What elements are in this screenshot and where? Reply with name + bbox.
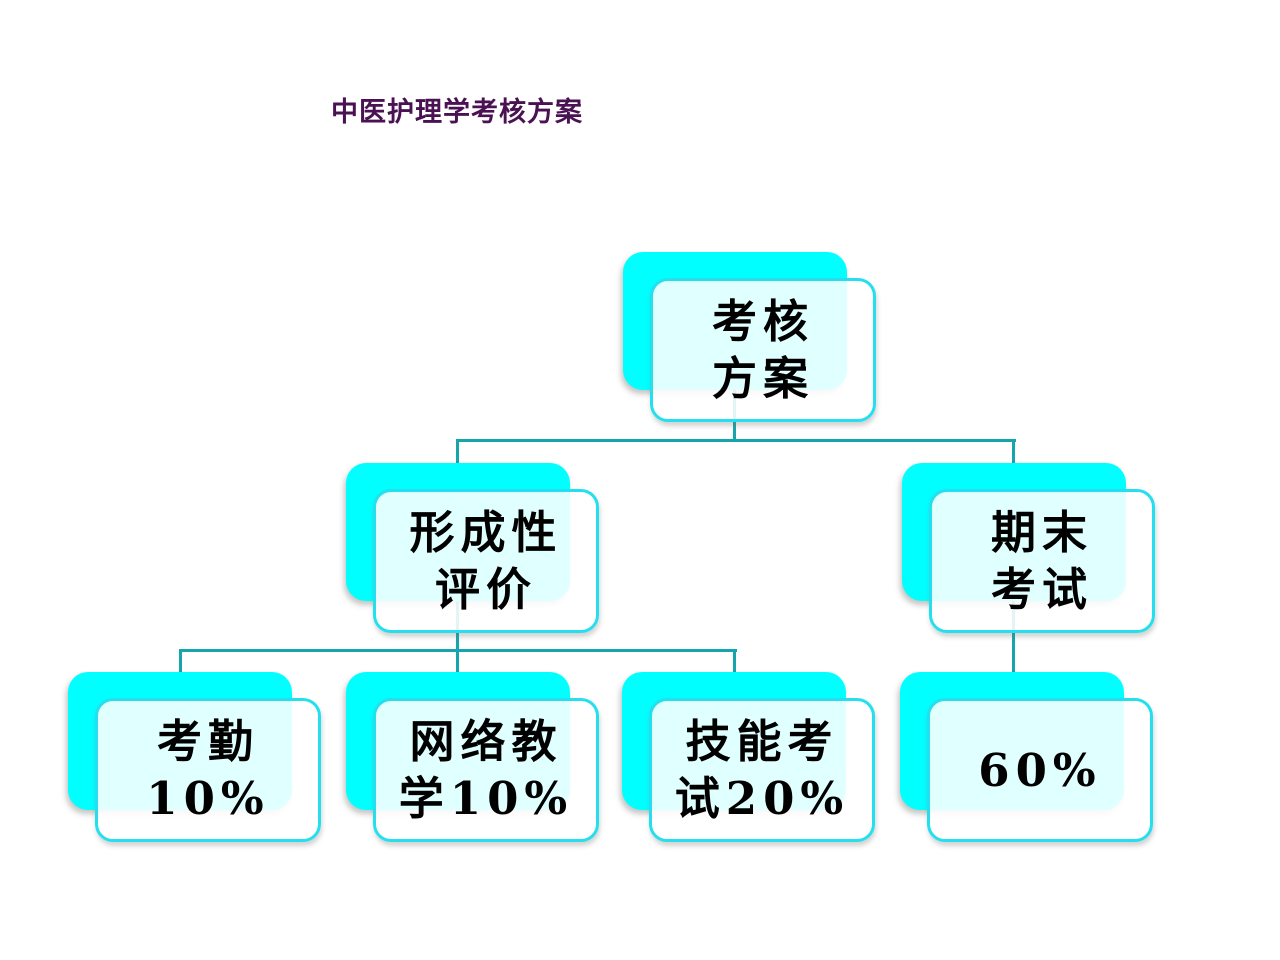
- node-label-line: 考勤: [156, 715, 259, 768]
- node-front-shape: 60%: [927, 698, 1153, 842]
- node-label-line: 期末: [990, 506, 1093, 559]
- node-label-line: 技能考: [685, 715, 839, 768]
- node-label-line: 形成性: [409, 506, 563, 559]
- node-label-line: 试20%: [674, 772, 850, 825]
- node-label-line: 网络教: [409, 715, 563, 768]
- node-front-shape: 考核 方案: [650, 278, 876, 422]
- connector-skills-drop: [733, 649, 736, 676]
- connector-final-stem: [1012, 600, 1015, 676]
- connector-final-drop: [1012, 439, 1015, 467]
- node-front-shape: 网络教 学10%: [373, 698, 599, 842]
- node-label-line: 方案: [711, 352, 814, 405]
- node-attendance-10: 考勤 10%: [68, 672, 321, 842]
- node-final-weight-60: 60%: [900, 672, 1153, 842]
- node-skills-exam-20: 技能考 试20%: [622, 672, 875, 842]
- node-final-exam: 期末 考试: [902, 463, 1155, 633]
- node-label-line: 考试: [990, 563, 1093, 616]
- node-front-shape: 考勤 10%: [95, 698, 321, 842]
- node-label-line: 考核: [711, 295, 814, 348]
- connector-online-drop: [456, 649, 459, 676]
- connector-formative-drop: [456, 439, 459, 467]
- node-label-line: 评价: [434, 563, 537, 616]
- connector-attendance-drop: [179, 649, 182, 676]
- node-label-line: 学10%: [398, 772, 574, 825]
- connector-level1-hbar: [456, 439, 1016, 442]
- node-online-teaching-10: 网络教 学10%: [346, 672, 599, 842]
- node-front-shape: 技能考 试20%: [649, 698, 875, 842]
- node-front-shape: 形成性 评价: [373, 489, 599, 633]
- node-front-shape: 期末 考试: [929, 489, 1155, 633]
- node-label-line: 60%: [978, 743, 1102, 797]
- node-assessment-plan: 考核 方案: [623, 252, 876, 422]
- node-formative-evaluation: 形成性 评价: [346, 463, 599, 633]
- slide-title: 中医护理学考核方案: [331, 97, 583, 127]
- node-label-line: 10%: [146, 772, 270, 825]
